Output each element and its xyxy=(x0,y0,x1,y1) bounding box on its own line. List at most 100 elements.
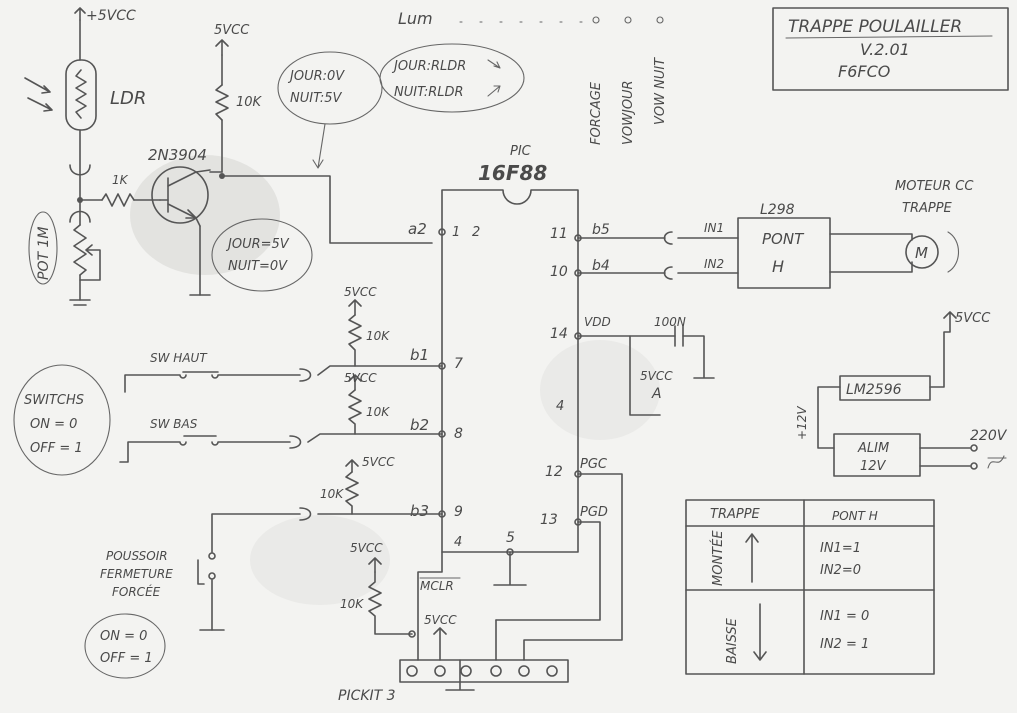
motor-line-1: MOTEUR CC xyxy=(895,179,974,194)
motor-line-2: TRAPPE xyxy=(902,201,953,216)
connector xyxy=(663,266,673,280)
psu-line-2: 12V xyxy=(860,459,887,474)
arrow-down-icon xyxy=(487,59,501,69)
bubble-in-line-2: NUIT:5V xyxy=(290,91,342,106)
vcc-arrow-icon xyxy=(433,627,447,661)
table-row-1-label: BAISSE xyxy=(725,617,740,664)
cap-mark: A xyxy=(651,386,662,402)
ldr-resistor-zigzag xyxy=(75,69,87,119)
pullup-vcc-1: 5VCC xyxy=(344,285,377,299)
pin-2: 2 xyxy=(472,225,480,240)
r-zigzag xyxy=(348,389,362,435)
bridge-line-2: H xyxy=(772,257,784,276)
vcc-arrow-icon xyxy=(345,459,359,473)
table-row-0-in2: IN2=0 xyxy=(820,563,861,578)
vertical-labels: FORCAGE VOWJOUR VOW NUIT xyxy=(589,16,668,145)
light-arrows-icon xyxy=(24,77,53,112)
connector xyxy=(299,507,312,521)
arrow-down-icon xyxy=(753,603,767,661)
table-row-1-in1: IN1 = 0 xyxy=(820,609,869,624)
pic-ground xyxy=(493,551,527,586)
terminal xyxy=(592,16,600,24)
motor-wires xyxy=(829,233,913,273)
pin-8: 8 xyxy=(454,426,463,442)
mclr-pullup: 5VCC 10K MCLR xyxy=(340,541,461,661)
r1k-label: 1K xyxy=(112,173,129,187)
r-zigzag xyxy=(345,471,359,515)
table-row-1-in2: IN2 = 1 xyxy=(820,637,869,652)
pot-label: POT 1M xyxy=(36,227,52,280)
pin-pgd: PGD xyxy=(580,505,608,520)
pgd-wire xyxy=(495,521,601,621)
pin-pgc: PGC xyxy=(580,457,608,472)
bubble-in-line-1: JOUR:0V xyxy=(287,69,345,84)
motor: MOTEUR CC TRAPPE M xyxy=(895,179,974,273)
bubble-outline xyxy=(211,218,313,292)
capacitor-icon xyxy=(674,325,684,347)
vcc-arrow-icon xyxy=(348,374,362,391)
switch-haut: SW HAUT xyxy=(124,351,443,393)
reg-input-wire xyxy=(817,386,841,449)
sw-haut-label: SW HAUT xyxy=(150,351,208,365)
pickit-vcc: 5VCC xyxy=(424,613,457,627)
mclr-label: MCLR xyxy=(420,579,454,593)
pin-5: 5 xyxy=(506,530,515,546)
signal-wire-a2 xyxy=(221,175,433,244)
pin-b2: b2 xyxy=(410,416,429,434)
pickit-label: PICKIT 3 xyxy=(338,688,396,704)
mains-label: 220V xyxy=(970,428,1008,444)
reg-vout: 5VCC xyxy=(955,311,991,326)
pin-a2: a2 xyxy=(408,220,427,238)
pin-10: 10 xyxy=(550,264,568,280)
pin-4-right: 4 xyxy=(556,399,564,414)
header-pin xyxy=(460,665,472,677)
vcc-arrow-icon xyxy=(368,557,382,573)
table-row-0-label: MONTÉE xyxy=(710,530,726,586)
reg-ic: LM2596 xyxy=(846,382,902,398)
switches-line-1: SWITCHS xyxy=(24,393,84,408)
bubble-outline xyxy=(84,613,166,679)
bubble-ldr-line-1: JOUR:RLDR xyxy=(391,59,466,74)
junction xyxy=(408,630,416,638)
psu-box xyxy=(833,433,921,477)
collector-vcc-label: 5VCC xyxy=(214,23,250,38)
collector xyxy=(167,169,211,187)
truth-table: TRAPPE PONT H MONTÉE IN1=1 IN2=0 BAISSE … xyxy=(685,499,935,675)
terminal xyxy=(970,444,978,452)
bubble-input: JOUR:0V NUIT:5V xyxy=(277,51,383,169)
decoupling-cap: 100N 5VCC A xyxy=(577,315,715,416)
pin-b1: b1 xyxy=(410,346,429,364)
header-pin xyxy=(434,665,446,677)
in1-label: IN1 xyxy=(704,221,724,235)
emitter-arrow-icon xyxy=(185,209,197,219)
rotation-arrow-icon xyxy=(947,231,960,273)
table-header-0: TRAPPE xyxy=(710,507,761,522)
r1k-zigzag xyxy=(101,193,135,207)
motor-symbol: M xyxy=(915,244,928,262)
collector-resistor: 5VCC 10K xyxy=(209,23,433,244)
pot-bubble xyxy=(28,211,58,285)
pencil-smudge xyxy=(130,155,280,275)
pin-12: 12 xyxy=(545,464,563,480)
lum-note: Lum xyxy=(398,9,433,28)
base-resistor: 1K xyxy=(79,173,161,207)
header-pin xyxy=(518,665,530,677)
cap-vcc: 5VCC xyxy=(640,369,673,383)
pic-16f88: PIC 16F88 a2 1 2 11 b5 10 b4 14 VDD 4 b1… xyxy=(408,144,611,556)
reg-box xyxy=(839,375,931,401)
vcc-arrow-icon xyxy=(215,39,229,56)
pin-4: 4 xyxy=(454,535,462,550)
transistor-2n3904: 2N3904 xyxy=(148,146,211,296)
title-frame xyxy=(772,7,1009,91)
pic-label: PIC xyxy=(510,144,532,159)
r-zigzag xyxy=(368,571,413,635)
r10k-zigzag xyxy=(215,84,229,121)
transistor-label: 2N3904 xyxy=(148,146,207,164)
bubble-out-line-2: NUIT=0V xyxy=(228,259,288,274)
bridge-ic: L298 xyxy=(760,202,795,218)
motor-body xyxy=(905,235,939,269)
push-line-3: FORCÉE xyxy=(112,584,161,599)
pullup-resistors: 5VCC 10K 5VCC 10K 5VCC 10K xyxy=(320,285,395,515)
arrow-icon xyxy=(312,123,326,169)
